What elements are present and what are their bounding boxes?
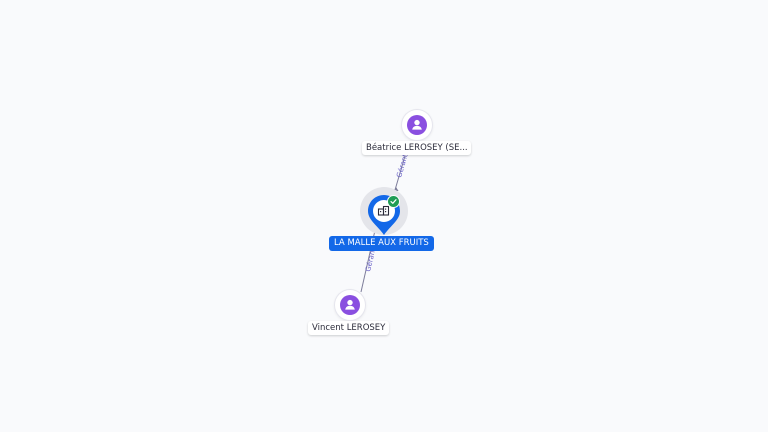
verified-badge (388, 196, 399, 207)
person-node-beatrice[interactable] (402, 110, 432, 140)
person-icon (345, 299, 355, 310)
edge-beatrice-company (394, 155, 406, 191)
person-label-vincent[interactable]: Vincent LEROSEY (308, 321, 390, 335)
person-icon (412, 119, 422, 130)
person-node-vincent[interactable] (335, 290, 365, 320)
edge-label-beatrice: Gérant (395, 153, 409, 179)
check-circle-icon (390, 199, 397, 204)
person-label-beatrice[interactable]: Béatrice LEROSEY (SE... (362, 141, 471, 155)
company-label[interactable]: LA MALLE AUX FRUITS (329, 236, 434, 251)
building-icon (377, 205, 390, 216)
